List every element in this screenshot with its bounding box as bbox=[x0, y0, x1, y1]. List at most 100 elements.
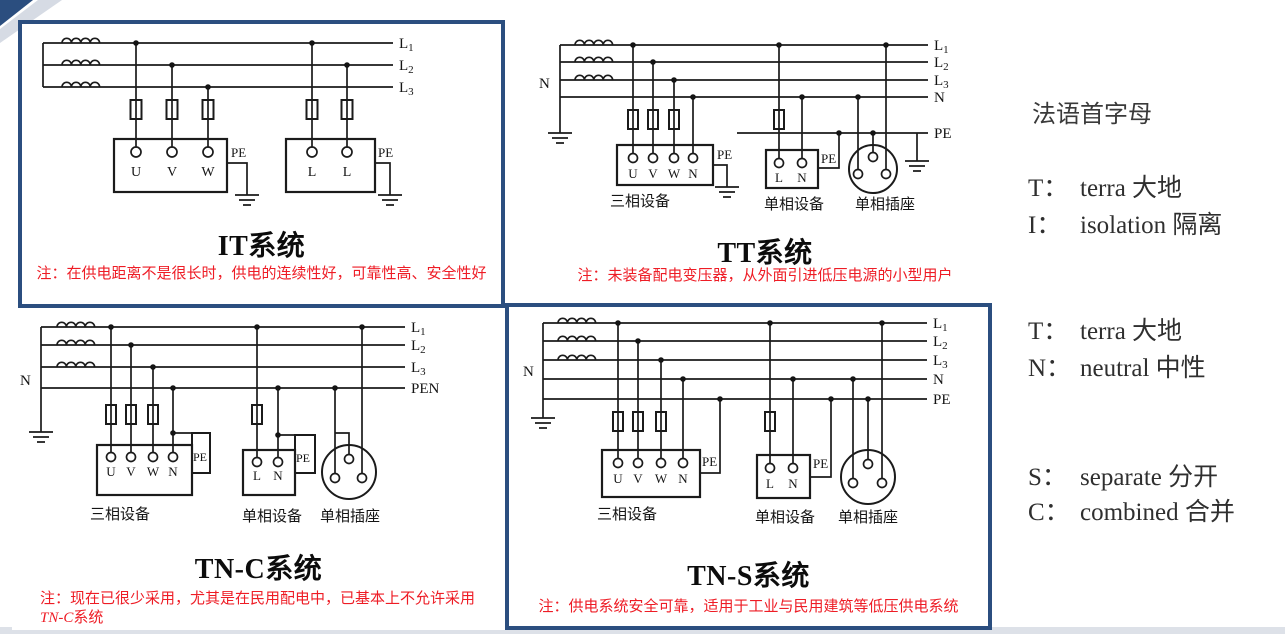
device-label-single-phase: 单相设备 bbox=[242, 508, 302, 525]
line-label-pen: PEN bbox=[411, 381, 440, 397]
line-label-l2: L2 bbox=[934, 55, 949, 73]
socket-pins bbox=[847, 458, 888, 489]
initial-letter: T： bbox=[1028, 318, 1069, 345]
neutral-point-label: N bbox=[523, 364, 534, 380]
tnc-wires bbox=[28, 321, 405, 458]
line-label-pe: PE bbox=[933, 392, 951, 408]
pe-label: PE bbox=[702, 454, 717, 469]
corner-triangle bbox=[0, 0, 33, 26]
pe-label: PE bbox=[231, 145, 246, 160]
tt-wires bbox=[547, 39, 930, 198]
terminal-label-n: N bbox=[168, 464, 178, 479]
quadrant-title-tns: TN-S系统 bbox=[687, 561, 810, 592]
it-system-panel: L1 L2 L3 U V W L L PE PE IT系统 注：在供电距离不是很… bbox=[18, 20, 505, 308]
initial-meaning: isolation 隔离 bbox=[1080, 212, 1223, 239]
quadrant-title-tnc: TN-C系统 bbox=[194, 554, 323, 585]
single-phase-device-box bbox=[241, 448, 297, 497]
pe-label: PE bbox=[378, 145, 393, 160]
note-it: 注：在供电距离不是很长时，供电的连续性好，可靠性高、安全性好 bbox=[36, 264, 487, 282]
device-label-three-phase: 三相设备 bbox=[597, 506, 657, 523]
initial-row: T： terra 大地 bbox=[1028, 313, 1282, 350]
initial-letter: I： bbox=[1028, 212, 1062, 239]
note-tnc-line1: 注：现在已很少采用，尤其是在民用配电中，已基本上不允许采用 bbox=[40, 589, 476, 607]
note-tns: 注：供电系统安全可靠，适用于工业与民用建筑等低压供电系统 bbox=[538, 597, 959, 615]
it-circuit-diagram: L1 L2 L3 U V W L L PE PE bbox=[42, 36, 414, 206]
quadrant-title-it: IT系统 bbox=[217, 231, 306, 262]
tnc-system-panel: N L1 L2 L3 PEN U V W N L N PE PE 三相设备 单相… bbox=[12, 315, 505, 630]
three-phase-device-box bbox=[112, 137, 229, 194]
terminal-label-u: U bbox=[106, 464, 116, 479]
terminal-label-n: N bbox=[797, 170, 807, 185]
terminal-label-l: L bbox=[775, 170, 783, 185]
pe-label: PE bbox=[813, 456, 828, 471]
terminal-label-n: N bbox=[678, 471, 688, 486]
terminals bbox=[627, 152, 808, 169]
line-label-l1: L1 bbox=[411, 320, 426, 338]
line-label-l2: L2 bbox=[411, 338, 426, 356]
pe-label: PE bbox=[717, 147, 732, 162]
note-tnc-rest: 系统 bbox=[73, 608, 104, 626]
slide-bottom-edge bbox=[0, 627, 1285, 634]
terminal-label-u: U bbox=[628, 166, 638, 181]
line-label-l3: L3 bbox=[933, 353, 948, 371]
initials-group-ti: T： terra 大地 I： isolation 隔离 bbox=[1028, 170, 1282, 244]
quadrant-title-tt: TT系统 bbox=[717, 238, 813, 269]
junction-dots bbox=[615, 320, 885, 402]
initial-letter: C： bbox=[1028, 499, 1070, 526]
initials-group-tn: T： terra 大地 N： neutral 中性 bbox=[1028, 313, 1282, 387]
note-tnc-code: TN-C bbox=[40, 610, 74, 626]
initial-meaning: combined 合并 bbox=[1080, 499, 1235, 526]
terminal-label-l: L bbox=[308, 165, 317, 180]
earth-ground-symbol bbox=[530, 417, 556, 429]
terminal-label-w: W bbox=[201, 165, 215, 180]
single-phase-device-box bbox=[284, 137, 377, 194]
terminals bbox=[105, 451, 284, 468]
terminals bbox=[130, 146, 353, 158]
earth-ground-symbol bbox=[377, 194, 403, 206]
initial-row: S： separate 分开 bbox=[1028, 460, 1282, 495]
earth-ground-symbol bbox=[904, 160, 930, 172]
french-initials-heading: 法语首字母 bbox=[1032, 102, 1152, 128]
pe-label: PE bbox=[296, 451, 310, 465]
socket-pins bbox=[852, 151, 892, 180]
pe-label: PE bbox=[821, 151, 836, 166]
pe-label: PE bbox=[193, 450, 207, 464]
initial-row: I： isolation 隔离 bbox=[1028, 207, 1282, 244]
earth-ground-symbol bbox=[547, 132, 573, 144]
line-label-pe: PE bbox=[934, 126, 952, 142]
device-label-three-phase: 三相设备 bbox=[610, 193, 670, 210]
single-phase-device-box bbox=[764, 148, 820, 190]
terminal-label-u: U bbox=[131, 165, 141, 180]
note-tt: 注：未装备配电变压器，从外面引进低压电源的小型用户 bbox=[577, 266, 953, 284]
socket-wires bbox=[857, 45, 887, 170]
earth-ground-symbol bbox=[714, 186, 740, 198]
three-phase-device-box bbox=[600, 448, 702, 499]
line-label-l1: L1 bbox=[399, 36, 414, 54]
terminal-label-w: W bbox=[668, 166, 681, 181]
terminal-label-v: V bbox=[633, 471, 643, 486]
three-phase-device-box bbox=[95, 443, 194, 497]
device-label-socket: 单相插座 bbox=[855, 196, 915, 213]
junction-dots bbox=[108, 324, 365, 438]
device-label-socket: 单相插座 bbox=[320, 508, 380, 525]
tnc-circuit-diagram: N L1 L2 L3 PEN U V W N L N PE PE 三相设备 单相… bbox=[20, 320, 440, 525]
terminal-label-l: L bbox=[766, 476, 774, 491]
initial-row: T： terra 大地 bbox=[1028, 170, 1282, 207]
line-label-l3: L3 bbox=[934, 73, 949, 91]
initials-group-sc: S： separate 分开 C： combined 合并 bbox=[1028, 460, 1282, 530]
tns-wires bbox=[530, 317, 927, 478]
socket-pins bbox=[329, 453, 368, 484]
earth-ground-symbol bbox=[28, 431, 54, 443]
junction-dots bbox=[630, 42, 889, 136]
terminal-label-l: L bbox=[343, 165, 352, 180]
terminal-label-w: W bbox=[147, 464, 160, 479]
socket-wires bbox=[334, 327, 363, 474]
terminal-label-v: V bbox=[126, 464, 136, 479]
socket-wires bbox=[852, 323, 883, 479]
terminal-label-l: L bbox=[253, 468, 261, 483]
initial-letter: S： bbox=[1028, 464, 1067, 491]
tt-system-panel: N L1 L2 L3 N PE U V W N L N PE PE 三相设备 单… bbox=[527, 24, 1003, 295]
line-label-l2: L2 bbox=[933, 334, 948, 352]
initial-meaning: terra 大地 bbox=[1080, 175, 1183, 202]
